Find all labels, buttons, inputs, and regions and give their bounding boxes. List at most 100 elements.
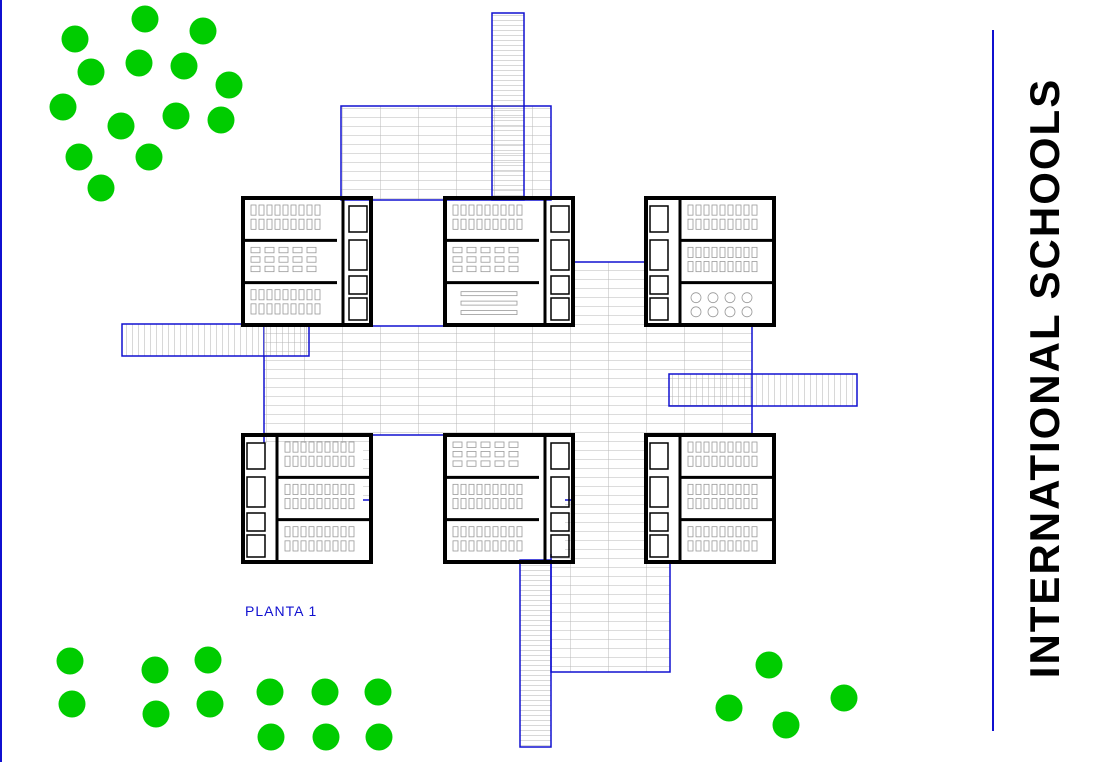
table [306, 256, 317, 263]
desk-row [687, 218, 694, 230]
desk-row [735, 218, 742, 230]
desk-row [687, 498, 694, 510]
desk-row [460, 498, 467, 510]
desk-row [719, 218, 726, 230]
tree [170, 52, 198, 80]
desk-row [743, 540, 750, 552]
desk-row [492, 540, 499, 552]
desk-row [751, 526, 758, 538]
building-outline [644, 433, 776, 564]
table [306, 246, 317, 254]
tree [135, 143, 163, 171]
desk-row [308, 540, 315, 552]
desk-row [332, 455, 339, 467]
desk-row [258, 218, 265, 230]
desk-row [735, 261, 742, 273]
desk-row [284, 498, 291, 510]
table [508, 265, 519, 273]
classroom [452, 483, 523, 510]
service-room [550, 239, 570, 271]
desk-row [348, 498, 355, 510]
desk-row [687, 540, 694, 552]
service-room [649, 512, 669, 532]
service-room [649, 275, 669, 295]
desk-row [468, 483, 475, 495]
desk-row [324, 441, 331, 453]
desk-row [735, 455, 742, 467]
table [250, 246, 261, 254]
table [452, 451, 463, 458]
desk-row [703, 261, 710, 273]
desk-row [324, 540, 331, 552]
desk-row [695, 246, 702, 258]
table [264, 265, 275, 273]
table [278, 246, 289, 254]
round-table [690, 292, 702, 304]
desk-row [703, 455, 710, 467]
tree [65, 143, 93, 171]
desk-row [719, 526, 726, 538]
desk-row [284, 441, 291, 453]
desk-row [492, 218, 499, 230]
desk-row [711, 261, 718, 273]
classroom [284, 441, 355, 467]
desk-row [727, 498, 734, 510]
tree [196, 690, 224, 718]
service-room [550, 476, 570, 508]
desk-row [743, 441, 750, 453]
desk-row [332, 498, 339, 510]
desk-row [492, 498, 499, 510]
desk-row [727, 441, 734, 453]
classroom [690, 292, 753, 318]
service-room [348, 275, 368, 295]
service-room [649, 239, 669, 271]
desk-row [743, 455, 750, 467]
desk-row [735, 498, 742, 510]
desk-row [332, 441, 339, 453]
desk-row [508, 526, 515, 538]
table [264, 256, 275, 263]
desk-row [266, 289, 273, 301]
desk-row [743, 483, 750, 495]
table [264, 246, 275, 254]
desk-row [348, 483, 355, 495]
desk-row [306, 218, 313, 230]
desk-row [735, 483, 742, 495]
desk-row [476, 540, 483, 552]
classroom [687, 483, 758, 510]
desk-row [719, 441, 726, 453]
desk-row [308, 526, 315, 538]
desk-row [476, 204, 483, 216]
desk-row [484, 218, 491, 230]
table [250, 265, 261, 273]
desk-row [292, 455, 299, 467]
table [480, 256, 491, 263]
desk-row [719, 498, 726, 510]
desk-row [468, 540, 475, 552]
table [466, 256, 477, 263]
desk-row [695, 218, 702, 230]
desk-row [703, 483, 710, 495]
desk-row [484, 498, 491, 510]
desk-row [695, 526, 702, 538]
tree [364, 678, 392, 706]
table [292, 246, 303, 254]
table [452, 256, 463, 263]
desk-row [306, 204, 313, 216]
desk-row [703, 204, 710, 216]
tree [131, 5, 159, 33]
table [466, 246, 477, 254]
desk-row [727, 246, 734, 258]
tree [107, 112, 135, 140]
round-table [707, 306, 719, 318]
desk-row [751, 483, 758, 495]
desk-row [258, 303, 265, 315]
desk-row [751, 498, 758, 510]
desk-row [727, 204, 734, 216]
classroom [452, 526, 523, 552]
desk-row [348, 540, 355, 552]
tree [125, 49, 153, 77]
desk-row [484, 483, 491, 495]
table [250, 256, 261, 263]
table [494, 256, 505, 263]
